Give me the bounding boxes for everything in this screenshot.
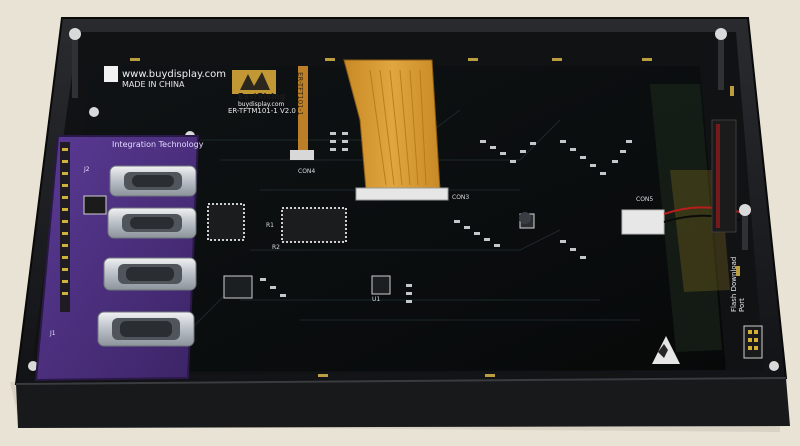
- silk-j2: J2: [84, 166, 90, 173]
- silk-r1: R1: [266, 222, 274, 229]
- right-bracket-red: [716, 124, 720, 228]
- small-chip-1: [223, 275, 253, 299]
- silk-con5: CON5: [636, 196, 654, 203]
- eastrising-logo: [232, 70, 276, 94]
- white-connector: [621, 209, 665, 235]
- silk-r2: R2: [272, 244, 280, 251]
- silk-con3: CON3: [452, 194, 470, 201]
- model-code: ER-TFTM101-1 V2.0: [228, 107, 296, 115]
- silk-con4: CON4: [298, 168, 316, 175]
- enclosure-front-edge: [15, 377, 787, 385]
- eastrising-logo-mark: [240, 72, 270, 90]
- small-connector: [290, 150, 314, 160]
- silk-u1: U1: [372, 296, 381, 303]
- pin-header: [60, 142, 70, 312]
- flash-port-header: [743, 325, 763, 359]
- logo-text: EastRising: [238, 92, 286, 101]
- board-brand-url: www.buydisplay.com: [122, 69, 227, 80]
- flex-cable-lines: [369, 69, 427, 186]
- silk-j1: J1: [50, 330, 56, 337]
- header-pins: [62, 148, 68, 295]
- adapter-chip: [83, 195, 107, 215]
- small-chip-2: [371, 275, 391, 295]
- yellow-bumps: [130, 58, 740, 377]
- warning-hand-icon: [658, 344, 668, 358]
- flex-label: ER-TFT101-1: [296, 72, 304, 116]
- qfp-chip-main: [281, 207, 347, 243]
- smd-components: [260, 132, 632, 303]
- brand-logo-box: [104, 66, 118, 82]
- made-in-text: MADE IN CHINA: [122, 80, 185, 89]
- flex-connector: [355, 187, 449, 201]
- right-bracket: [711, 119, 737, 233]
- qfp-chip-left: [207, 203, 245, 241]
- small-flex: [298, 66, 308, 152]
- db9-connectors: [97, 165, 197, 347]
- side-label: Flash Download Port: [730, 256, 746, 312]
- flash-port-pins: [748, 330, 758, 350]
- logo-subtext: buydisplay.com: [238, 101, 285, 108]
- enclosure-front-lip: [16, 378, 790, 428]
- inductor-1: [519, 212, 531, 224]
- adapter-label: Integration Technology: [112, 140, 204, 149]
